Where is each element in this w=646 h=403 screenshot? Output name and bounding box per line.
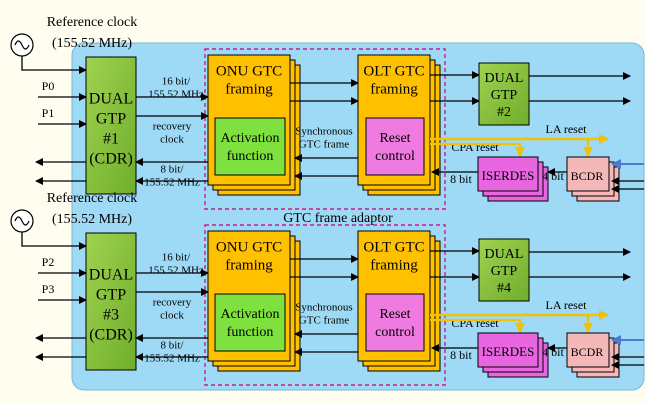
four-bit-label: 4 bit xyxy=(542,345,564,359)
onu-framing-label: framing xyxy=(225,257,273,273)
olt-framing-label: framing xyxy=(370,81,418,97)
framing-dashed-border xyxy=(204,224,446,386)
olt-framing-label: OLT GTC xyxy=(363,63,424,79)
recovery-clock-label: clock xyxy=(160,133,184,145)
dual-gtp-right-label: #4 xyxy=(497,281,511,296)
tx-rate-label: 155.52 MHz xyxy=(144,176,200,188)
cpa-reset-arrow xyxy=(430,318,525,333)
rx-rate-label: 155.52 MHz xyxy=(148,88,204,100)
reference-clock-frequency: (155.52 MHz) xyxy=(52,36,132,51)
bcdr-label: BCDR xyxy=(571,345,604,359)
framing-dashed-border xyxy=(204,48,446,210)
synchronous-frame-label: GTC frame xyxy=(299,314,350,326)
reference-clock-arrow xyxy=(21,232,87,250)
recovery-clock-label: recovery xyxy=(153,120,192,132)
adaptor-label: GTC frame adaptor xyxy=(283,211,393,226)
dual-gtp-right-label: #2 xyxy=(497,105,511,120)
bcdr-block xyxy=(566,332,610,368)
rx-rate-label: 155.52 MHz xyxy=(148,264,204,276)
tx-rate-label: 155.52 MHz xyxy=(144,352,200,364)
port-label: P1 xyxy=(42,106,55,120)
activation-function-label: function xyxy=(227,149,274,164)
bcdr-label: BCDR xyxy=(571,169,604,183)
reference-clock-frequency: (155.52 MHz) xyxy=(52,212,132,227)
tx-rate-label: 8 bit/ xyxy=(161,339,185,351)
cpa-reset-label: CPA reset xyxy=(451,140,499,154)
activation-function-label: Activation xyxy=(220,131,279,146)
recovery-clock-label: clock xyxy=(160,309,184,321)
cpa-reset-arrow xyxy=(430,142,525,157)
la-reset-label: LA reset xyxy=(546,298,588,312)
cpa-reset-label: CPA reset xyxy=(451,316,499,330)
dual-gtp-right xyxy=(478,238,530,302)
reset-control-label: Reset xyxy=(379,307,410,322)
iserdes-block xyxy=(477,156,539,192)
sine-wave-icon xyxy=(14,40,30,50)
olt-framing-label: framing xyxy=(370,257,418,273)
iserdes-block xyxy=(477,332,539,368)
bcdr-block xyxy=(566,156,610,192)
dual-gtp-left-label: #3 xyxy=(103,307,119,324)
onu-framing-label: framing xyxy=(225,81,273,97)
dual-gtp-left-label: #1 xyxy=(103,131,119,148)
onu-framing-label: ONU GTC xyxy=(216,239,282,255)
onu-framing-label: ONU GTC xyxy=(216,63,282,79)
port-label: P3 xyxy=(42,282,55,296)
synchronous-frame-label: GTC frame xyxy=(299,138,350,150)
olt-framing-label: OLT GTC xyxy=(363,239,424,255)
synchronous-frame-label: Synchronous xyxy=(295,125,352,137)
reset-control-label: control xyxy=(375,325,415,340)
dual-gtp-left-label: DUAL xyxy=(89,267,133,284)
eight-bit-label: 8 bit xyxy=(450,172,472,186)
dual-gtp-right-label: GTP xyxy=(491,88,518,103)
sine-wave-icon xyxy=(14,216,30,226)
reset-control-box xyxy=(365,293,425,352)
iserdes-label: ISERDES xyxy=(482,168,535,183)
dual-gtp-right-label: DUAL xyxy=(485,247,524,262)
eight-bit-label: 8 bit xyxy=(450,348,472,362)
port-label: P2 xyxy=(42,255,55,269)
iserdes-label: ISERDES xyxy=(482,344,535,359)
activation-function-label: function xyxy=(227,325,274,340)
dual-gtp-right-label: DUAL xyxy=(485,71,524,86)
synchronous-frame-label: Synchronous xyxy=(295,301,352,313)
reset-control-label: control xyxy=(375,149,415,164)
four-bit-label: 4 bit xyxy=(542,169,564,183)
recovery-clock-label: recovery xyxy=(153,296,192,308)
dual-gtp-left xyxy=(85,232,137,371)
activation-function-box xyxy=(214,293,286,352)
activation-function-box xyxy=(214,117,286,176)
rx-rate-label: 16 bit/ xyxy=(162,251,191,263)
rx-rate-label: 16 bit/ xyxy=(162,75,191,87)
tx-rate-label: 8 bit/ xyxy=(161,163,185,175)
reset-control-label: Reset xyxy=(379,131,410,146)
reference-clock-label: Reference clock xyxy=(47,15,138,30)
la-reset-label: LA reset xyxy=(546,122,588,136)
dual-gtp-right-label: GTP xyxy=(491,264,518,279)
dual-gtp-left-label: DUAL xyxy=(89,91,133,108)
port-label: P0 xyxy=(42,79,55,93)
dual-gtp-right xyxy=(478,62,530,126)
dual-gtp-left-label: GTP xyxy=(96,287,126,304)
activation-function-label: Activation xyxy=(220,307,279,322)
dual-gtp-left-label: GTP xyxy=(96,111,126,128)
dual-gtp-left xyxy=(85,56,137,195)
dual-gtp-left-label: (CDR) xyxy=(89,327,133,344)
reset-control-box xyxy=(365,117,425,176)
reference-clock-label: Reference clock xyxy=(47,191,138,206)
dual-gtp-left-label: (CDR) xyxy=(89,151,133,168)
reference-clock-arrow xyxy=(21,56,87,74)
